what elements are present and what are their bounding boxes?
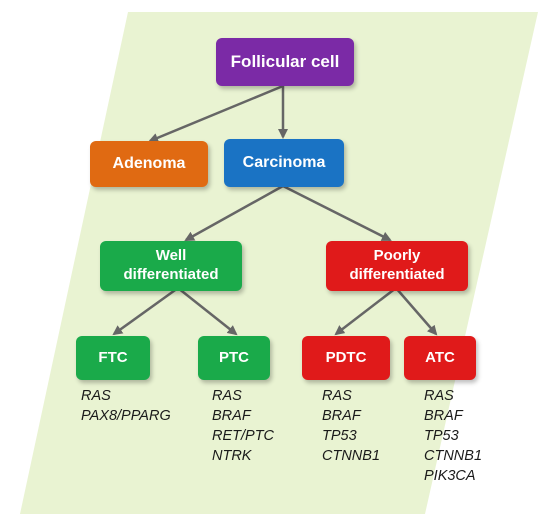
node-follicular-cell: Follicular cell (216, 38, 354, 86)
arrow-well-to-ptc (177, 287, 238, 336)
gene-list-pdtc: RAS BRAF TP53 CTNNB1 (322, 386, 380, 466)
gene-item: BRAF (322, 408, 361, 424)
arrow-carcinoma-to-well (184, 184, 284, 242)
node-pdtc: PDTC (302, 336, 390, 380)
node-carcinoma: Carcinoma (224, 139, 344, 187)
node-poorly-differentiated: Poorly differentiated (326, 241, 468, 291)
node-atc: ATC (404, 336, 476, 380)
gene-item: BRAF (424, 408, 463, 424)
gene-item: RAS (81, 388, 111, 404)
arrow-poorly-to-pdtc (334, 287, 397, 336)
gene-item: RAS (212, 388, 242, 404)
node-well-differentiated: Well differentiated (100, 241, 242, 291)
gene-item: TP53 (322, 428, 357, 444)
node-label: Poorly differentiated (349, 247, 445, 283)
arrow-carcinoma-to-poorly (282, 184, 392, 242)
arrow-poorly-to-atc (395, 287, 438, 336)
arrow-well-to-ftc (112, 286, 179, 336)
node-label: Carcinoma (242, 154, 326, 171)
gene-item: NTRK (212, 448, 252, 464)
gene-list-atc: RAS BRAF TP53 CTNNB1 PIK3CA (424, 386, 482, 486)
gene-item: PIK3CA (424, 468, 476, 484)
gene-item: CTNNB1 (322, 448, 381, 464)
node-label: ATC (425, 348, 455, 366)
node-adenoma: Adenoma (90, 141, 208, 187)
gene-item: RAS (424, 388, 454, 404)
node-ftc: FTC (76, 336, 150, 380)
gene-item: TP53 (424, 428, 459, 444)
node-label: Follicular cell (230, 52, 340, 72)
node-label: FTC (98, 348, 128, 366)
node-label: Well differentiated (123, 247, 219, 283)
gene-item: RET/PTC (212, 428, 275, 444)
gene-item: CTNNB1 (424, 448, 483, 464)
gene-item: BRAF (212, 408, 251, 424)
gene-list-ptc: RAS BRAF RET/PTC NTRK (212, 386, 274, 466)
gene-item: RAS (322, 388, 352, 404)
node-label: PTC (219, 348, 249, 366)
node-label: PDTC (325, 348, 367, 366)
arrow-follicular-to-adenoma (148, 84, 284, 143)
connector-arrows (112, 84, 438, 336)
gene-item: PAX8/PPARG (81, 408, 171, 424)
gene-list-ftc: RAS PAX8/PPARG (81, 386, 171, 426)
node-label: Adenoma (112, 155, 186, 172)
node-ptc: PTC (198, 336, 270, 380)
